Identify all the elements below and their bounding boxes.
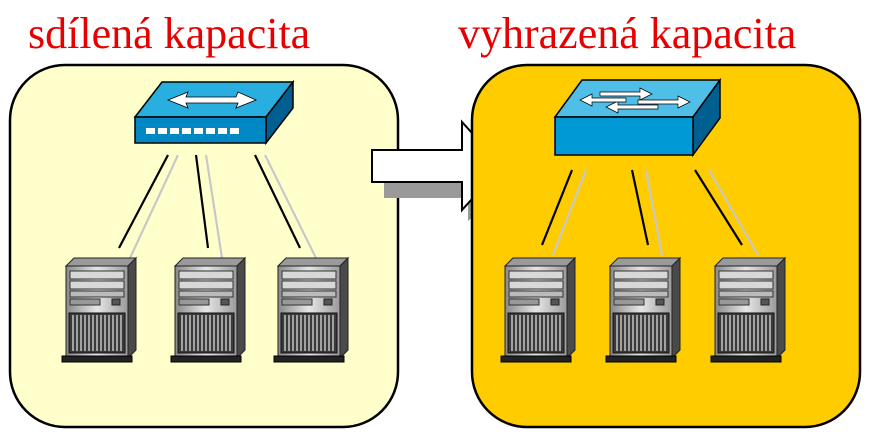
shared-capacity-panel: sdílená kapacita: [8, 9, 400, 429]
switch-icon: [553, 77, 722, 158]
hub-icon: [133, 79, 295, 146]
server-icon: [710, 257, 786, 363]
link-lines: [118, 154, 317, 259]
server-icon: [605, 257, 681, 363]
server-icon: [61, 257, 137, 363]
server-icon: [273, 257, 349, 363]
panel-title: vyhrazená kapacita: [458, 9, 796, 58]
dedicated-capacity-panel: vyhrazená kapacita: [458, 9, 862, 429]
panel-title: sdílená kapacita: [28, 9, 310, 58]
link-lines: [540, 169, 759, 256]
server-icon: [170, 257, 246, 363]
server-icon: [500, 257, 576, 363]
